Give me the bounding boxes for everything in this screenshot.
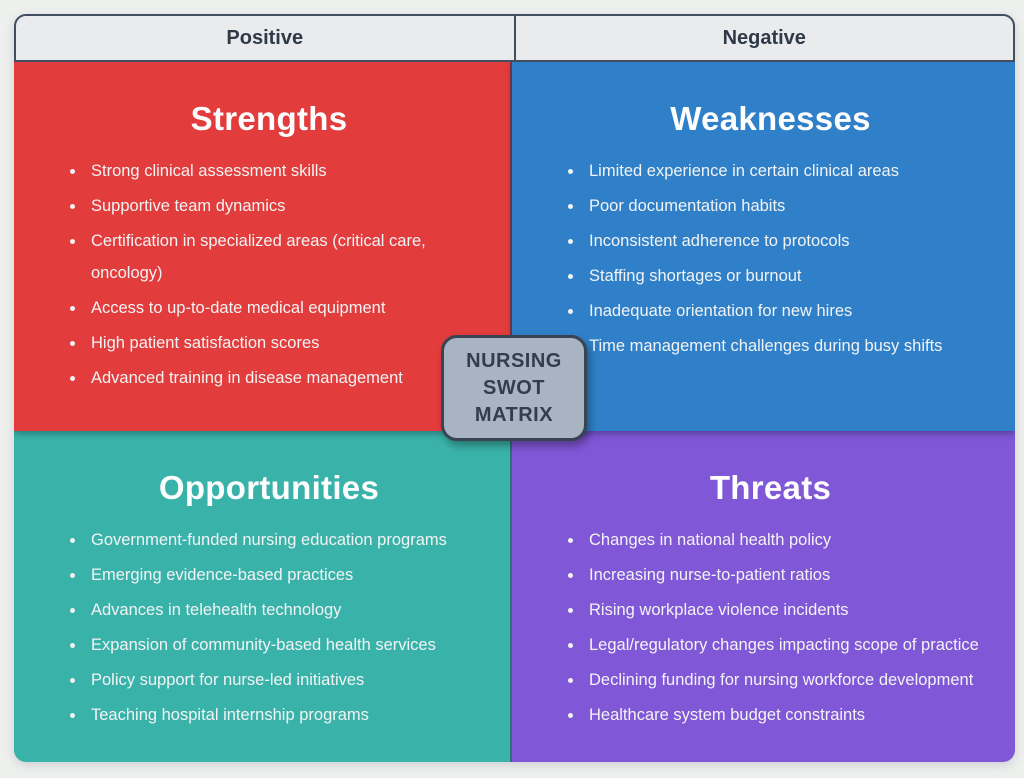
list-item: Changes in national health policy [584,524,983,556]
quadrant-weaknesses-title: Weaknesses [670,100,871,137]
list-item: Healthcare system budget constraints [584,699,983,731]
list-item: Emerging evidence-based practices [86,559,478,591]
list-item: Access to up-to-date medical equipment [86,292,478,324]
center-title-line: NURSING [466,349,562,372]
quadrant-strengths-list: Strong clinical assessment skills Suppor… [86,155,484,394]
quadrant-opportunities: Opportunities Government-funded nursing … [14,431,512,762]
quadrant-opportunities-title: Opportunities [158,469,380,506]
center-title-box: NURSING SWOT MATRIX [441,335,587,441]
quadrant-weaknesses-list: Limited experience in certain clinical a… [584,155,989,362]
quadrant-strengths: Strengths Strong clinical assessment ski… [14,62,512,431]
list-item: Inadequate orientation for new hires [584,295,983,327]
quadrant-grid: Strengths Strong clinical assessment ski… [14,62,1015,762]
list-item: Expansion of community-based health serv… [86,629,478,661]
list-item: Legal/regulatory changes impacting scope… [584,629,983,661]
list-item: Staffing shortages or burnout [584,260,983,292]
header-positive-label: Positive [226,26,304,49]
list-item: Supportive team dynamics [86,190,478,222]
quadrant-threats-title: Threats [709,469,832,506]
quadrant-threats-list: Changes in national health policy Increa… [584,524,989,731]
quadrant-strengths-title: Strengths [190,100,348,137]
quadrant-threats: Threats Changes in national health polic… [512,431,1015,762]
center-title-line: MATRIX [474,403,554,426]
list-item: Poor documentation habits [584,190,983,222]
center-title-line: SWOT [483,376,545,399]
list-item: Inconsistent adherence to protocols [584,225,983,257]
list-item: Limited experience in certain clinical a… [584,155,983,187]
polarity-header-row: Positive Negative [14,14,1015,62]
header-negative-label: Negative [722,26,806,49]
list-item: Teaching hospital internship programs [86,699,478,731]
quadrant-opportunities-list: Government-funded nursing education prog… [86,524,484,731]
list-item: Strong clinical assessment skills [86,155,478,187]
list-item: Certification in specialized areas (crit… [86,225,478,289]
header-positive: Positive [16,16,516,60]
list-item: Policy support for nurse-led initiatives [86,664,478,696]
list-item: Time management challenges during busy s… [584,330,983,362]
list-item: Rising workplace violence incidents [584,594,983,626]
list-item: Advances in telehealth technology [86,594,478,626]
list-item: High patient satisfaction scores [86,327,478,359]
quadrant-weaknesses: Weaknesses Limited experience in certain… [512,62,1015,431]
list-item: Advanced training in disease management [86,362,478,394]
list-item: Declining funding for nursing workforce … [584,664,983,696]
list-item: Increasing nurse-to-patient ratios [584,559,983,591]
header-negative: Negative [516,16,1014,60]
swot-matrix-card: Positive Negative Strengths Strong clini… [14,14,1015,762]
list-item: Government-funded nursing education prog… [86,524,478,556]
